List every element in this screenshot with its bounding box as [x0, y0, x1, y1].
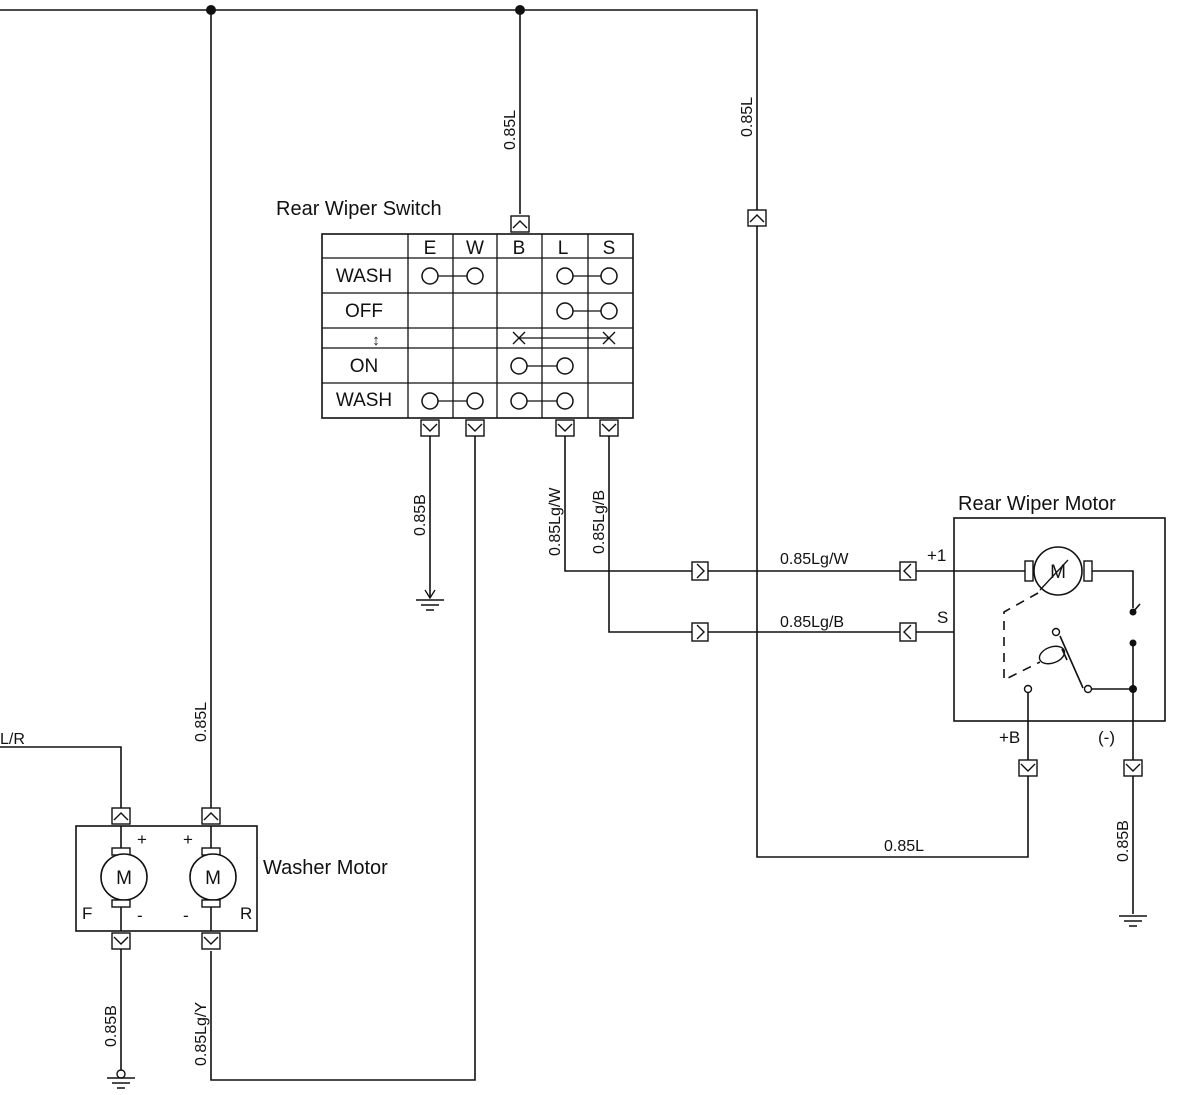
wire-label-sw-s: 0.85Lg/B — [591, 490, 608, 554]
wire-label-run-lg-w: 0.85Lg/W — [780, 551, 849, 568]
connector-icon — [1018, 759, 1038, 777]
header-l: L — [558, 238, 569, 259]
connector-icon — [899, 622, 917, 642]
connector-icon — [899, 561, 917, 581]
switch-table — [321, 233, 634, 419]
connector-icon — [201, 807, 221, 825]
washer-minus-left: - — [137, 906, 143, 925]
washer-minus-right: - — [183, 906, 189, 925]
top-bus: 0.85L 0.85L — [0, 5, 767, 808]
washer-f: F — [82, 904, 92, 923]
washer-plus-right: + — [183, 830, 193, 849]
header-w: W — [466, 238, 484, 259]
washer-ground-wire: 0.85B 0.85Lg/Y — [103, 949, 210, 1089]
ground-icon — [1118, 915, 1148, 927]
continuity-on — [510, 357, 574, 375]
washer-plus-left: + — [137, 830, 147, 849]
switch-to-motor-wires: 0.85Lg/W 0.85Lg/B 0.85Lg/W 0.85Lg/B — [547, 436, 917, 642]
continuity-wash-bottom — [421, 392, 574, 410]
switch-ground-wire: 0.85B — [412, 436, 445, 611]
wire-label-bottom-l: 0.85L — [884, 838, 924, 855]
connector-icon — [111, 807, 131, 825]
terminal-plus-b: +B — [999, 728, 1020, 747]
connector-icon — [465, 419, 485, 437]
connector-icon — [599, 419, 619, 437]
wire-label-motor-ground: 0.85B — [1115, 820, 1132, 862]
row-label-wash-bottom: WASH — [336, 390, 392, 411]
ground-icon — [106, 1077, 136, 1089]
continuity-intermediate — [512, 331, 616, 345]
wire-w-to-washer — [210, 436, 476, 1081]
wire-label-ground-e: 0.85B — [412, 494, 429, 536]
wire-label-top-right: 0.85L — [739, 97, 756, 137]
connector-icon — [510, 215, 530, 233]
washer-motor: + + F R - - M M Washer Motor — [75, 807, 388, 950]
motor-title: Rear Wiper Motor — [958, 493, 1116, 515]
connector-icon — [691, 561, 709, 581]
wire-label-top-b: 0.85L — [502, 110, 519, 150]
terminal-s: S — [937, 608, 948, 627]
washer-motor-r-m: M — [205, 868, 221, 889]
washer-box — [75, 825, 258, 932]
terminal-plus1: +1 — [927, 546, 946, 565]
connector-icon — [111, 932, 131, 950]
header-s: S — [603, 238, 616, 259]
connector-icon — [1123, 759, 1143, 777]
connector-icon — [201, 932, 221, 950]
row-label-momentary: ↕ — [372, 332, 380, 349]
terminal-minus: (-) — [1098, 728, 1115, 747]
wire-label-run-lg-b: 0.85Lg/B — [780, 614, 844, 631]
wire-label-washer-lgy: 0.85Lg/Y — [193, 1002, 210, 1066]
wire-label-left-lr: L/R — [0, 731, 25, 748]
header-e: E — [424, 238, 437, 259]
rear-wiper-motor: Rear Wiper Motor +1 S M +B (-) — [916, 493, 1166, 777]
row-label-on: ON — [350, 356, 379, 377]
wire-label-washer-feed: 0.85L — [193, 702, 210, 742]
rear-wiper-switch: Rear Wiper Switch E W B L S WASH OFF ↕ O… — [276, 198, 634, 437]
motor-ground-wire: 0.85B — [1115, 776, 1148, 927]
connector-icon — [555, 419, 575, 437]
motor-box — [953, 517, 1166, 722]
washer-title: Washer Motor — [263, 857, 388, 879]
wire-label-washer-ground: 0.85B — [103, 1005, 120, 1047]
row-label-off: OFF — [345, 301, 383, 322]
switch-title: Rear Wiper Switch — [276, 198, 442, 220]
motor-feed-wire: 0.85L — [756, 226, 1029, 858]
washer-motor-f-m: M — [116, 868, 132, 889]
washer-r: R — [240, 904, 252, 923]
connector-icon — [747, 209, 767, 227]
connector-icon — [691, 622, 709, 642]
wire-label-sw-l: 0.85Lg/W — [547, 487, 564, 556]
washer-feed: L/R 0.85L — [0, 702, 210, 808]
row-label-wash-top: WASH — [336, 266, 392, 287]
ground-icon — [415, 599, 445, 611]
continuity-off — [556, 302, 618, 320]
continuity-wash-top — [421, 267, 618, 285]
connector-icon — [420, 419, 440, 437]
header-b: B — [513, 238, 526, 259]
